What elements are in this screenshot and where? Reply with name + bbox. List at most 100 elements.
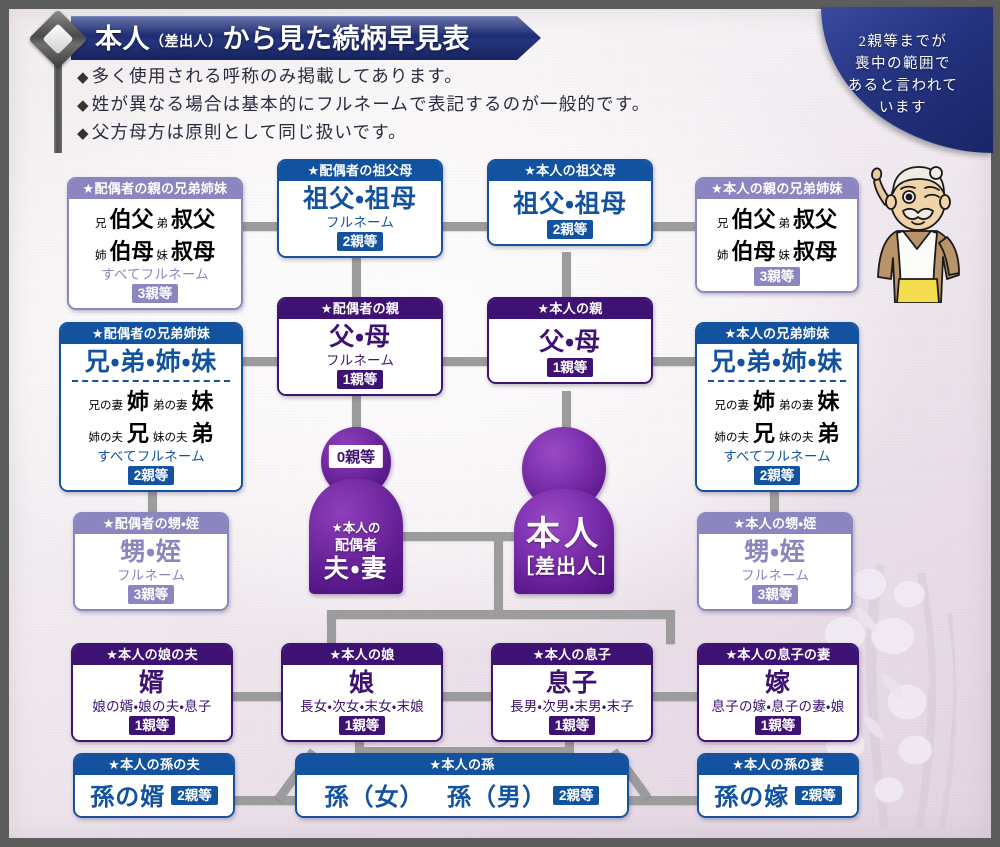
node-sub: フルネーム	[325, 353, 395, 368]
node-own-nephews[interactable]: ★本人の甥・姪 甥・姪 フルネーム 3親等	[697, 512, 853, 611]
node-body: 娘 長女・次女・末女・末娘 1親等	[283, 665, 441, 740]
row-label: 妹	[156, 250, 169, 262]
node-own-grandparents[interactable]: ★本人の祖父母 祖父・祖母 2親等	[487, 159, 653, 246]
row-label: 兄の妻	[88, 400, 123, 412]
connector	[327, 610, 675, 619]
degree-badge: 2親等	[552, 785, 600, 805]
note-item: ◆父方母方は原則として同じ扱いです。	[77, 119, 717, 147]
row-value: 伯母	[109, 239, 154, 264]
node-main: 祖父・祖母	[513, 190, 627, 218]
connector	[439, 692, 509, 701]
node-spouse[interactable]: 0親等 ★本人の 配偶者 夫・妻	[309, 427, 403, 594]
node-row: 兄の妻 姉 弟の妻 妹	[64, 384, 238, 416]
row-value: 弟	[817, 421, 840, 446]
degree-badge: 3親等	[131, 284, 179, 303]
node-own-siblings[interactable]: ★本人の兄弟姉妹 兄・弟・姉・妹 兄の妻 姉 弟の妻 妹 姉の夫 兄 妹の夫 弟…	[695, 322, 859, 492]
elderly-man-mascot-icon	[871, 166, 960, 303]
node-header: ★配偶者の祖父母	[279, 161, 441, 181]
node-daughter-husband[interactable]: ★本人の娘の夫 婿 娘の婿・娘の夫・息子 1親等	[71, 643, 233, 742]
connector	[562, 252, 571, 302]
node-main: 婿	[138, 669, 165, 697]
node-header: ★本人の娘	[283, 645, 441, 665]
row-label: 姉	[716, 250, 729, 262]
node-main: 祖父・祖母	[303, 185, 417, 213]
node-row: 兄 伯父 弟 叔父	[700, 202, 854, 234]
note-item: ◆多く使用される呼称のみ掲載してあります。	[77, 63, 717, 91]
divider	[708, 380, 846, 382]
diamond-bullet-icon: ◆	[77, 98, 90, 114]
divider	[72, 380, 230, 382]
row-value: 姉	[126, 389, 149, 414]
self-text: 本人 ［差出人］	[514, 514, 619, 580]
degree-badge: 2親等	[127, 466, 175, 485]
row-value: 兄	[126, 421, 149, 446]
connector	[439, 357, 514, 366]
title-banner: 本人（差出人）から見た続柄早見表	[28, 9, 557, 69]
node-spouse-siblings[interactable]: ★配偶者の兄弟姉妹 兄・弟・姉・妹 兄の妻 姉 弟の妻 妹 姉の夫 兄 妹の夫 …	[59, 322, 243, 492]
node-own-parents[interactable]: ★本人の親 父・母 1親等	[487, 297, 653, 384]
degree-badge: 1親等	[754, 716, 802, 735]
page-title-main: 本人	[95, 24, 150, 54]
badge-line: います	[879, 100, 927, 116]
node-body: 兄・弟・姉・妹 兄の妻 姉 弟の妻 妹 姉の夫 兄 妹の夫 弟 すべてフルネーム…	[697, 344, 857, 490]
node-son[interactable]: ★本人の息子 息子 長男・次男・末男・末子 1親等	[491, 643, 653, 742]
node-sub: フルネーム	[325, 215, 395, 230]
badge-text: 2親等までが 喪中の範囲で あると言われて います	[821, 31, 985, 119]
row-value: 弟	[191, 421, 214, 446]
node-body: 父・母 1親等	[489, 319, 651, 382]
connector	[237, 222, 277, 231]
node-spouse-parents[interactable]: ★配偶者の親 父・母 フルネーム 1親等	[277, 297, 443, 396]
node-body: 甥・姪 フルネーム 3親等	[699, 534, 851, 609]
node-header: ★配偶者の親	[279, 299, 441, 319]
node-main: 孫の婿	[90, 784, 166, 811]
degree-badge: 3親等	[751, 585, 799, 604]
node-body: 息子 長男・次男・末男・末子 1親等	[493, 665, 651, 740]
node-spouse-nephews[interactable]: ★配偶者の甥・姪 甥・姪 フルネーム 3親等	[73, 512, 229, 611]
node-main: 孫の嫁	[714, 784, 790, 811]
row-value: 兄	[752, 421, 775, 446]
connector	[623, 796, 697, 805]
row-label: 妹の夫	[779, 432, 814, 444]
node-row: 姉の夫 兄 妹の夫 弟	[64, 416, 238, 448]
connector	[494, 532, 503, 614]
node-header: ★本人の娘の夫	[73, 645, 231, 665]
row-value: 妹	[817, 389, 840, 414]
node-own-parent-siblings[interactable]: ★本人の親の兄弟姉妹 兄 伯父 弟 叔父 姉 伯母 妹 叔母 3親等	[695, 177, 859, 293]
node-header: ★本人の兄弟姉妹	[697, 324, 857, 344]
node-body: 兄 伯父 弟 叔父 姉 伯母 妹 叔母 3親等	[697, 199, 857, 291]
node-daughter[interactable]: ★本人の娘 娘 長女・次女・末女・末娘 1親等	[281, 643, 443, 742]
node-body: 嫁 息子の嫁・息子の妻・娘 1親等	[699, 665, 857, 740]
node-header: ★本人の息子	[493, 645, 651, 665]
connector	[148, 477, 157, 512]
degree-badge: 1親等	[128, 716, 176, 735]
node-row: 兄 伯父 弟 叔父	[72, 202, 238, 234]
node-row: 兄の妻 姉 弟の妻 妹	[700, 384, 854, 416]
node-grandchildren[interactable]: ★本人の孫 孫（女） 孫（男）2親等	[295, 753, 629, 818]
connector	[629, 357, 697, 366]
row-label: 妹	[778, 250, 791, 262]
diamond-bullet-icon: ◆	[77, 70, 90, 86]
row-label: 兄の妻	[714, 400, 749, 412]
node-spouse-parent-siblings[interactable]: ★配偶者の親の兄弟姉妹 兄 伯父 弟 叔父 姉 伯母 妹 叔母 すべてフルネーム…	[67, 177, 243, 310]
connector	[629, 222, 697, 231]
node-sub: フルネーム	[116, 568, 186, 583]
node-spouse-grandparents[interactable]: ★配偶者の祖父母 祖父・祖母 フルネーム 2親等	[277, 159, 443, 258]
node-main-male: 孫（男）	[446, 784, 547, 811]
node-body: 孫（女） 孫（男）2親等	[297, 775, 627, 816]
node-sub: すべてフルネーム	[97, 449, 205, 464]
degree-badge: 1親等	[546, 358, 594, 377]
node-main-female: 孫（女）	[324, 784, 425, 811]
node-son-wife[interactable]: ★本人の息子の妻 嫁 息子の嫁・息子の妻・娘 1親等	[697, 643, 859, 742]
node-main: 嫁	[764, 669, 791, 697]
connector	[629, 692, 697, 701]
node-main: 娘	[348, 669, 375, 697]
node-sub: 息子の嫁・息子の妻・娘	[711, 699, 845, 714]
node-body: 甥・姪 フルネーム 3親等	[75, 534, 227, 609]
node-sub: ［差出人］	[514, 556, 619, 578]
node-main: 夫・妻	[323, 555, 389, 583]
row-value: 伯父	[109, 207, 154, 232]
node-main: 甥・姪	[744, 538, 806, 566]
node-self[interactable]: 本人 ［差出人］	[514, 427, 619, 594]
